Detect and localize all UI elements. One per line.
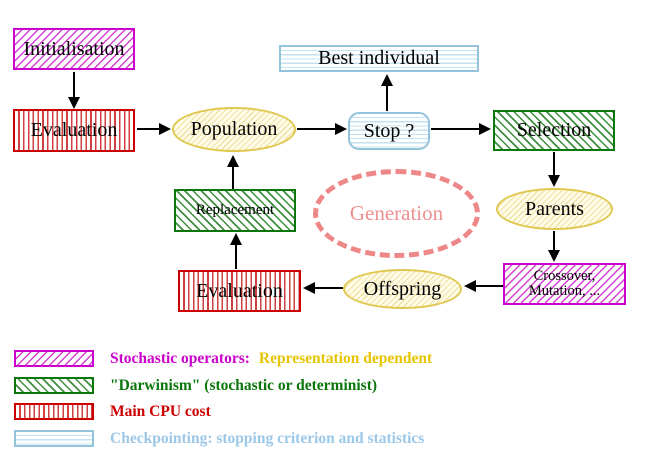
node-best-individual-label: Best individual bbox=[318, 47, 440, 69]
arrow-parents-to-crossover-head bbox=[548, 250, 560, 262]
arrow-replacement-to-population-line bbox=[232, 165, 234, 189]
legend-swatch-checkpointing bbox=[14, 430, 94, 447]
node-stop-label: Stop ? bbox=[363, 119, 415, 142]
node-offspring: Offspring bbox=[343, 269, 462, 309]
arrow-replacement-to-population-head bbox=[227, 155, 239, 167]
arrow-selection-to-parents-line bbox=[553, 152, 555, 176]
arrow-crossover-to-offspring-head bbox=[464, 280, 476, 292]
arrow-stop-to-selection-head bbox=[479, 123, 491, 135]
node-initialisation-label: Initialisation bbox=[23, 37, 125, 60]
node-evaluation-top-label: Evaluation bbox=[30, 119, 118, 141]
arrow-eval-to-population-line bbox=[137, 128, 159, 130]
node-selection-label: Selection bbox=[516, 119, 592, 141]
node-replacement-label: Replacement bbox=[195, 201, 275, 218]
node-best-individual: Best individual bbox=[279, 45, 479, 72]
node-offspring-label: Offspring bbox=[363, 277, 442, 300]
legend-swatch-darwinism bbox=[14, 377, 94, 394]
arrow-parents-to-crossover-line bbox=[553, 231, 555, 252]
legend-swatch-cpu-cost bbox=[14, 403, 94, 420]
legend-item-checkpointing: Checkpointing: stopping criterion and st… bbox=[110, 430, 425, 447]
node-replacement: Replacement bbox=[174, 189, 296, 232]
node-population-label: Population bbox=[190, 118, 278, 140]
arrow-stop-to-selection-line bbox=[431, 128, 479, 130]
arrow-stop-to-best-head bbox=[381, 74, 393, 86]
generation-label: Generation bbox=[349, 201, 444, 225]
node-evaluation-bottom-label: Evaluation bbox=[196, 279, 283, 302]
generation-loop-ellipse: Generation bbox=[313, 169, 480, 258]
legend-item-darwinism: "Darwinism" (stochastic or determinist) bbox=[110, 377, 378, 394]
legend-swatch-stochastic-operators bbox=[14, 350, 94, 367]
node-initialisation: Initialisation bbox=[13, 28, 135, 70]
arrow-init-to-eval-line bbox=[73, 72, 75, 100]
node-crossover-mutation: Crossover, Mutation, ... bbox=[503, 263, 626, 305]
arrow-eval-to-replacement-line bbox=[235, 243, 237, 269]
arrow-crossover-to-offspring-line bbox=[476, 285, 503, 287]
node-evaluation-top: Evaluation bbox=[13, 109, 135, 152]
node-crossover-mutation-label: Crossover, Mutation, ... bbox=[528, 267, 601, 299]
arrow-offspring-to-eval-line bbox=[315, 287, 343, 289]
node-parents-label: Parents bbox=[525, 197, 584, 220]
crossover-line2: Mutation, ... bbox=[528, 283, 601, 299]
arrow-selection-to-parents-head bbox=[548, 175, 560, 187]
arrow-offspring-to-eval-head bbox=[303, 282, 315, 294]
node-stop: Stop ? bbox=[348, 112, 430, 150]
legend-item-stochastic-operators: Stochastic operators: Representation depe… bbox=[110, 350, 432, 368]
node-selection: Selection bbox=[493, 110, 615, 151]
legend-label-stochastic: Stochastic operators: bbox=[110, 350, 250, 367]
legend-label-representation: Representation dependent bbox=[258, 350, 433, 367]
arrow-eval-to-replacement-head bbox=[230, 233, 242, 245]
legend-item-cpu-cost: Main CPU cost bbox=[110, 403, 211, 420]
node-evaluation-bottom: Evaluation bbox=[178, 270, 301, 312]
arrow-stop-to-best-line bbox=[386, 84, 388, 111]
crossover-line1: Crossover, bbox=[533, 267, 596, 284]
arrow-init-to-eval-head bbox=[68, 97, 80, 109]
arrow-population-to-stop-line bbox=[297, 128, 335, 130]
node-parents: Parents bbox=[496, 188, 613, 230]
arrow-eval-to-population-head bbox=[159, 123, 171, 135]
node-population: Population bbox=[172, 107, 296, 152]
arrow-population-to-stop-head bbox=[335, 123, 347, 135]
